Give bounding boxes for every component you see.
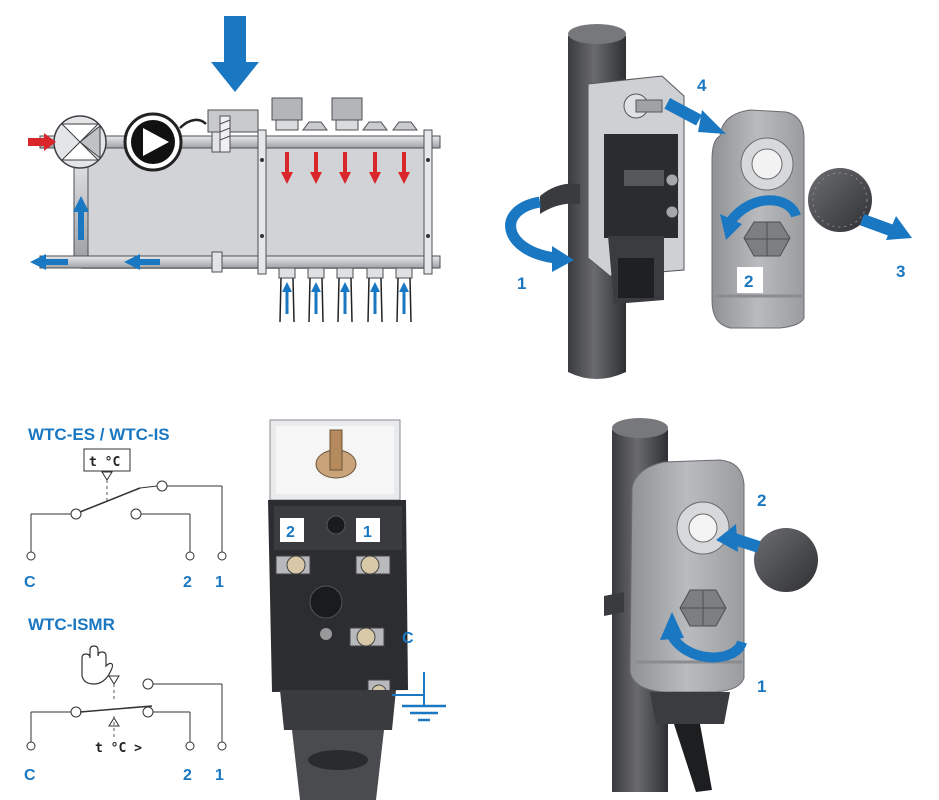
fitting xyxy=(211,251,223,273)
es-is-switch-diagram: t °C xyxy=(26,448,227,561)
hot-inlet-arrow xyxy=(28,133,56,151)
terminal-photo: 2 1 C xyxy=(268,419,446,800)
manual-reset-hand-icon xyxy=(81,645,114,685)
terminal-2-badge-label: 2 xyxy=(286,524,295,541)
return-pipe xyxy=(39,255,441,269)
mounted-setpoint-knob xyxy=(754,528,818,592)
supply-flow-arrows xyxy=(281,152,410,184)
mounted-step-1-label: 1 xyxy=(757,677,766,696)
setpoint-knob xyxy=(808,168,872,232)
hydraulic-schematic xyxy=(28,16,441,323)
thermostat-base xyxy=(587,75,685,304)
pipe-pole-top xyxy=(568,24,626,44)
installation-exploded-view: 1 2 3 4 xyxy=(505,24,912,379)
mounted-step-arrows xyxy=(660,524,761,663)
terminal-2-badge xyxy=(280,518,304,542)
ismr-title: WTC-ISMR xyxy=(28,615,115,634)
thermostat-cover xyxy=(711,109,805,329)
manifold-end xyxy=(423,129,433,275)
step-2-badge xyxy=(737,267,763,293)
terminal-1-badge-label: 1 xyxy=(363,524,372,541)
es-is-terminal-2: 2 xyxy=(183,574,192,591)
ismr-terminal-1: 1 xyxy=(215,767,224,784)
ground-symbol-icon xyxy=(392,672,446,722)
ismr-switch-diagram: t °C > xyxy=(26,645,227,756)
mounted-housing xyxy=(629,459,745,792)
es-is-sensor-label: t °C xyxy=(89,455,120,470)
terminal-c-label: C xyxy=(402,630,414,647)
mounting-strap xyxy=(540,183,580,214)
es-is-terminal-c: C xyxy=(24,574,36,591)
step-1-label: 1 xyxy=(517,274,526,293)
return-flow-arrows xyxy=(30,196,160,270)
mounted-view: 2 1 xyxy=(604,418,818,792)
pipe-thermostat-icon xyxy=(207,109,259,153)
ismr-sensor-label: t °C > xyxy=(95,741,142,756)
actuator-heads xyxy=(271,97,418,131)
terminal-1-badge xyxy=(356,518,380,542)
manifold-divider xyxy=(257,129,267,275)
mounting-point-arrow xyxy=(211,16,259,92)
loop-outlets xyxy=(278,267,413,323)
pump-icon xyxy=(123,112,207,172)
step-4-label: 4 xyxy=(697,76,707,95)
mixing-valve-icon xyxy=(53,115,107,169)
step-arrows xyxy=(505,97,912,272)
mounted-step-2-label: 2 xyxy=(757,491,766,510)
ismr-terminal-c: C xyxy=(24,767,36,784)
ismr-terminal-2: 2 xyxy=(183,767,192,784)
wiring-diagrams: WTC-ES / WTC-IS t °C C 2 1 WTC-ISMR xyxy=(24,425,227,784)
es-is-terminal-1: 1 xyxy=(215,574,224,591)
step-3-label: 3 xyxy=(896,262,905,281)
es-is-title: WTC-ES / WTC-IS xyxy=(28,425,170,444)
step-2-label: 2 xyxy=(744,272,753,291)
